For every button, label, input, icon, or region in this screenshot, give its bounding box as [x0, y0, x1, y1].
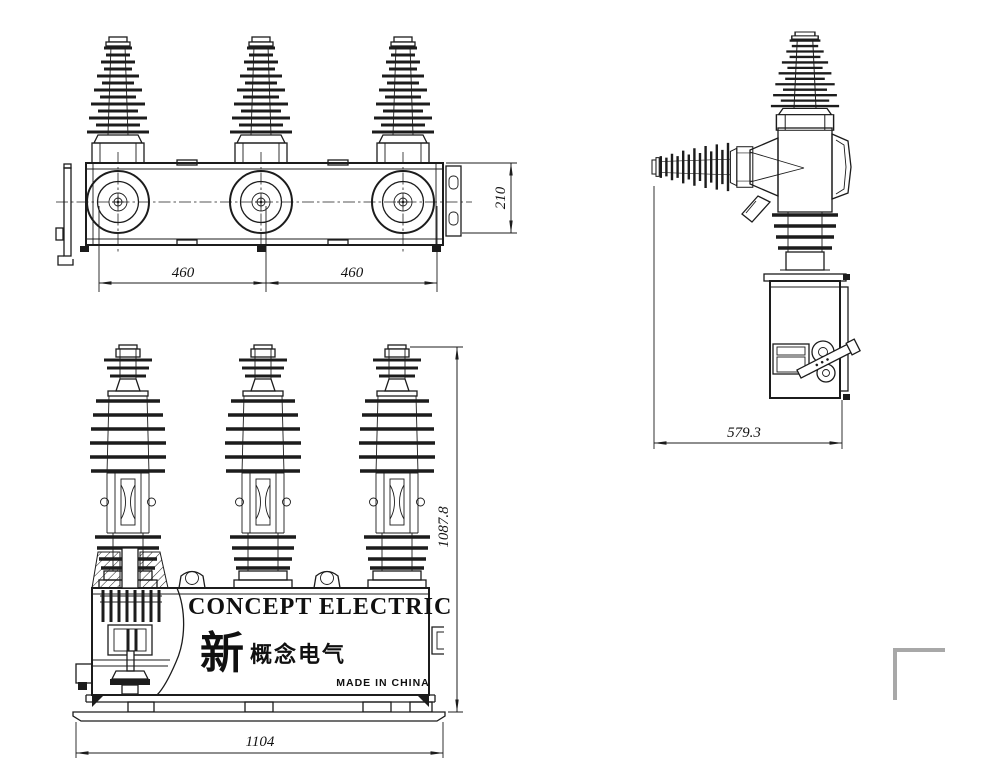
frame-body: [56, 159, 472, 252]
side-horizontal-insulator: [650, 141, 754, 193]
front-insulator: [223, 343, 303, 590]
lifting-lug: [313, 570, 341, 589]
top-view: 460 460 210: [55, 35, 517, 292]
dim-label: 1104: [246, 734, 275, 750]
page-corner-mark: [893, 648, 945, 700]
dim-label: 460: [172, 265, 195, 281]
side-vertical-insulator: [769, 30, 841, 132]
top-view-bushing-insulator: [228, 35, 294, 165]
top-view-bushing-insulator: [370, 35, 436, 165]
side-enclosure: [769, 274, 861, 400]
dim-frame-depth: 210: [446, 162, 517, 234]
dim-label: 210: [493, 186, 509, 209]
brand-logo-mark: 新: [200, 628, 244, 679]
manual-operating-handle: [796, 338, 861, 379]
dim-pole-pitch-left: 460: [98, 206, 267, 292]
made-in-china-label: MADE IN CHINA: [336, 677, 430, 689]
lifting-lug: [178, 570, 206, 589]
dim-overall-depth: 579.3: [653, 186, 843, 449]
front-insulator: [357, 343, 437, 590]
bushing-pole: [229, 152, 293, 252]
dim-overall-width: 1104: [75, 722, 444, 758]
side-connector-bracket: [431, 626, 444, 655]
dim-overall-height: 1087.8: [410, 346, 463, 713]
top-view-bushing-insulator: [85, 35, 151, 165]
bushing-pole: [86, 152, 150, 252]
dim-pole-pitch-right: 460: [265, 206, 438, 292]
brand-logo-text: 概念电气: [250, 642, 346, 668]
dim-label: 1087.8: [436, 506, 452, 548]
mechanism-panel: [772, 343, 810, 375]
brand-name-label: CONCEPT ELECTRIC: [188, 594, 452, 620]
right-mounting-plate: [445, 165, 462, 237]
pole-junction: [741, 127, 852, 223]
nameplate: CONCEPT ELECTRIC 新 概念电气 MADE IN CHINA: [188, 594, 452, 689]
mechanism-side-bracket: [75, 663, 93, 684]
panel-divider-curve: [156, 587, 185, 696]
side-view: 579.3: [650, 30, 861, 449]
left-mounting-bracket: [55, 163, 74, 266]
front-view: CONCEPT ELECTRIC 新 概念电气 MADE IN CHINA 11…: [72, 343, 463, 758]
dim-label: 579.3: [727, 425, 761, 441]
dim-label: 460: [341, 265, 364, 281]
side-lower-fins: [763, 212, 847, 282]
base-channel: [72, 694, 446, 722]
operating-mechanism: [75, 547, 170, 695]
bushing-pole: [371, 152, 435, 252]
